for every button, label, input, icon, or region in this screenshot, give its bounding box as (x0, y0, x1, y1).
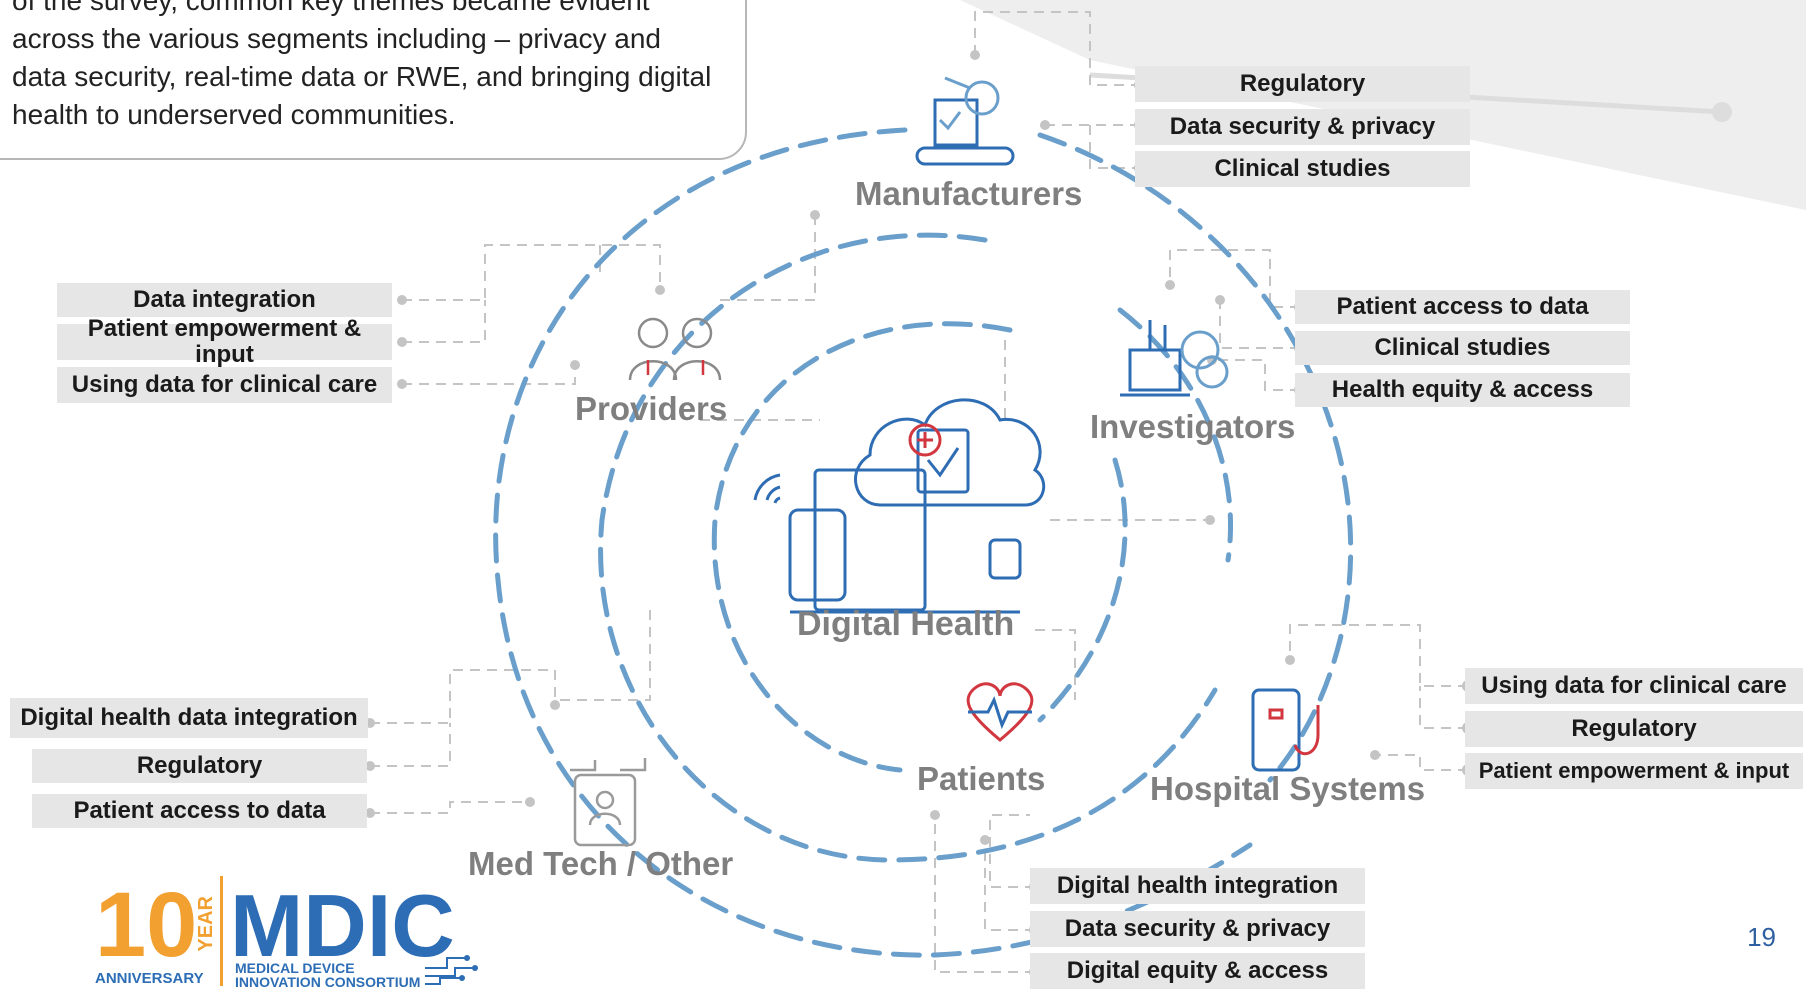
logo-subtitle-2: INNOVATION CONSORTIUM (235, 974, 420, 990)
investigators-icon (1120, 320, 1229, 397)
patients-label: Patients (917, 760, 1046, 797)
medtech-theme-patient-access: Patient access to data (32, 794, 367, 828)
logo-year-word: YEAR (195, 895, 217, 951)
digital-health-label: Digital Health (797, 605, 1015, 643)
providers-theme-data-integration: Data integration (57, 283, 392, 317)
logo-years: 10 (95, 876, 197, 976)
summary-callout: of the survey, common key themes became … (0, 0, 747, 160)
providers-theme-patient-empowerment: Patient empowerment & input (57, 316, 392, 368)
providers-icon (628, 317, 722, 381)
hospital-theme-clinical-care: Using data for clinical care (1465, 668, 1803, 704)
middle-ring-right (1117, 307, 1233, 563)
manufacturers-label: Manufacturers (855, 175, 1083, 212)
patients-icon (966, 682, 1034, 742)
summary-text: of the survey, common key themes became … (12, 0, 712, 130)
manufacturers-theme-data-security: Data security & privacy (1135, 109, 1470, 145)
manufacturers-icon (915, 76, 1015, 166)
hospital-theme-regulatory: Regulatory (1465, 711, 1803, 747)
med-tech-icon (570, 758, 647, 847)
providers-theme-clinical-care: Using data for clinical care (57, 367, 392, 403)
hospital-systems-label: Hospital Systems (1150, 770, 1426, 807)
manufacturers-theme-regulatory: Regulatory (1135, 66, 1470, 102)
patients-theme-digital-health-integration: Digital health integration (1030, 868, 1365, 904)
investigators-theme-patient-access: Patient access to data (1295, 290, 1630, 324)
patients-theme-digital-equity: Digital equity & access (1030, 953, 1365, 989)
med-tech-label: Med Tech / Other (468, 845, 734, 882)
investigators-theme-clinical-studies: Clinical studies (1295, 331, 1630, 365)
page-number: 19 (1747, 922, 1776, 952)
mdic-logo: 10 ANNIVERSARY YEAR MDIC MEDICAL DEVICE … (95, 876, 478, 990)
hospital-theme-patient-empowerment: Patient empowerment & input (1465, 753, 1803, 789)
digital-health-icon (753, 398, 1046, 614)
outer-ring (493, 127, 1253, 958)
manufacturers-theme-clinical-studies: Clinical studies (1135, 151, 1470, 187)
providers-label: Providers (575, 390, 728, 427)
middle-ring (598, 232, 1218, 863)
logo-anniversary: ANNIVERSARY (95, 970, 204, 987)
inner-ring (711, 321, 1013, 773)
medtech-theme-regulatory: Regulatory (32, 749, 367, 783)
logo-brand: MDIC (230, 876, 455, 975)
medtech-theme-data-integration: Digital health data integration (10, 698, 368, 738)
inner-ring-right (1037, 457, 1128, 723)
patients-theme-data-security: Data security & privacy (1030, 911, 1365, 947)
investigators-label: Investigators (1090, 408, 1296, 445)
logo-subtitle-1: MEDICAL DEVICE (235, 960, 355, 976)
outer-ring-right (1037, 132, 1354, 783)
hospital-systems-icon (1251, 688, 1320, 772)
investigators-theme-health-equity: Health equity & access (1295, 373, 1630, 407)
